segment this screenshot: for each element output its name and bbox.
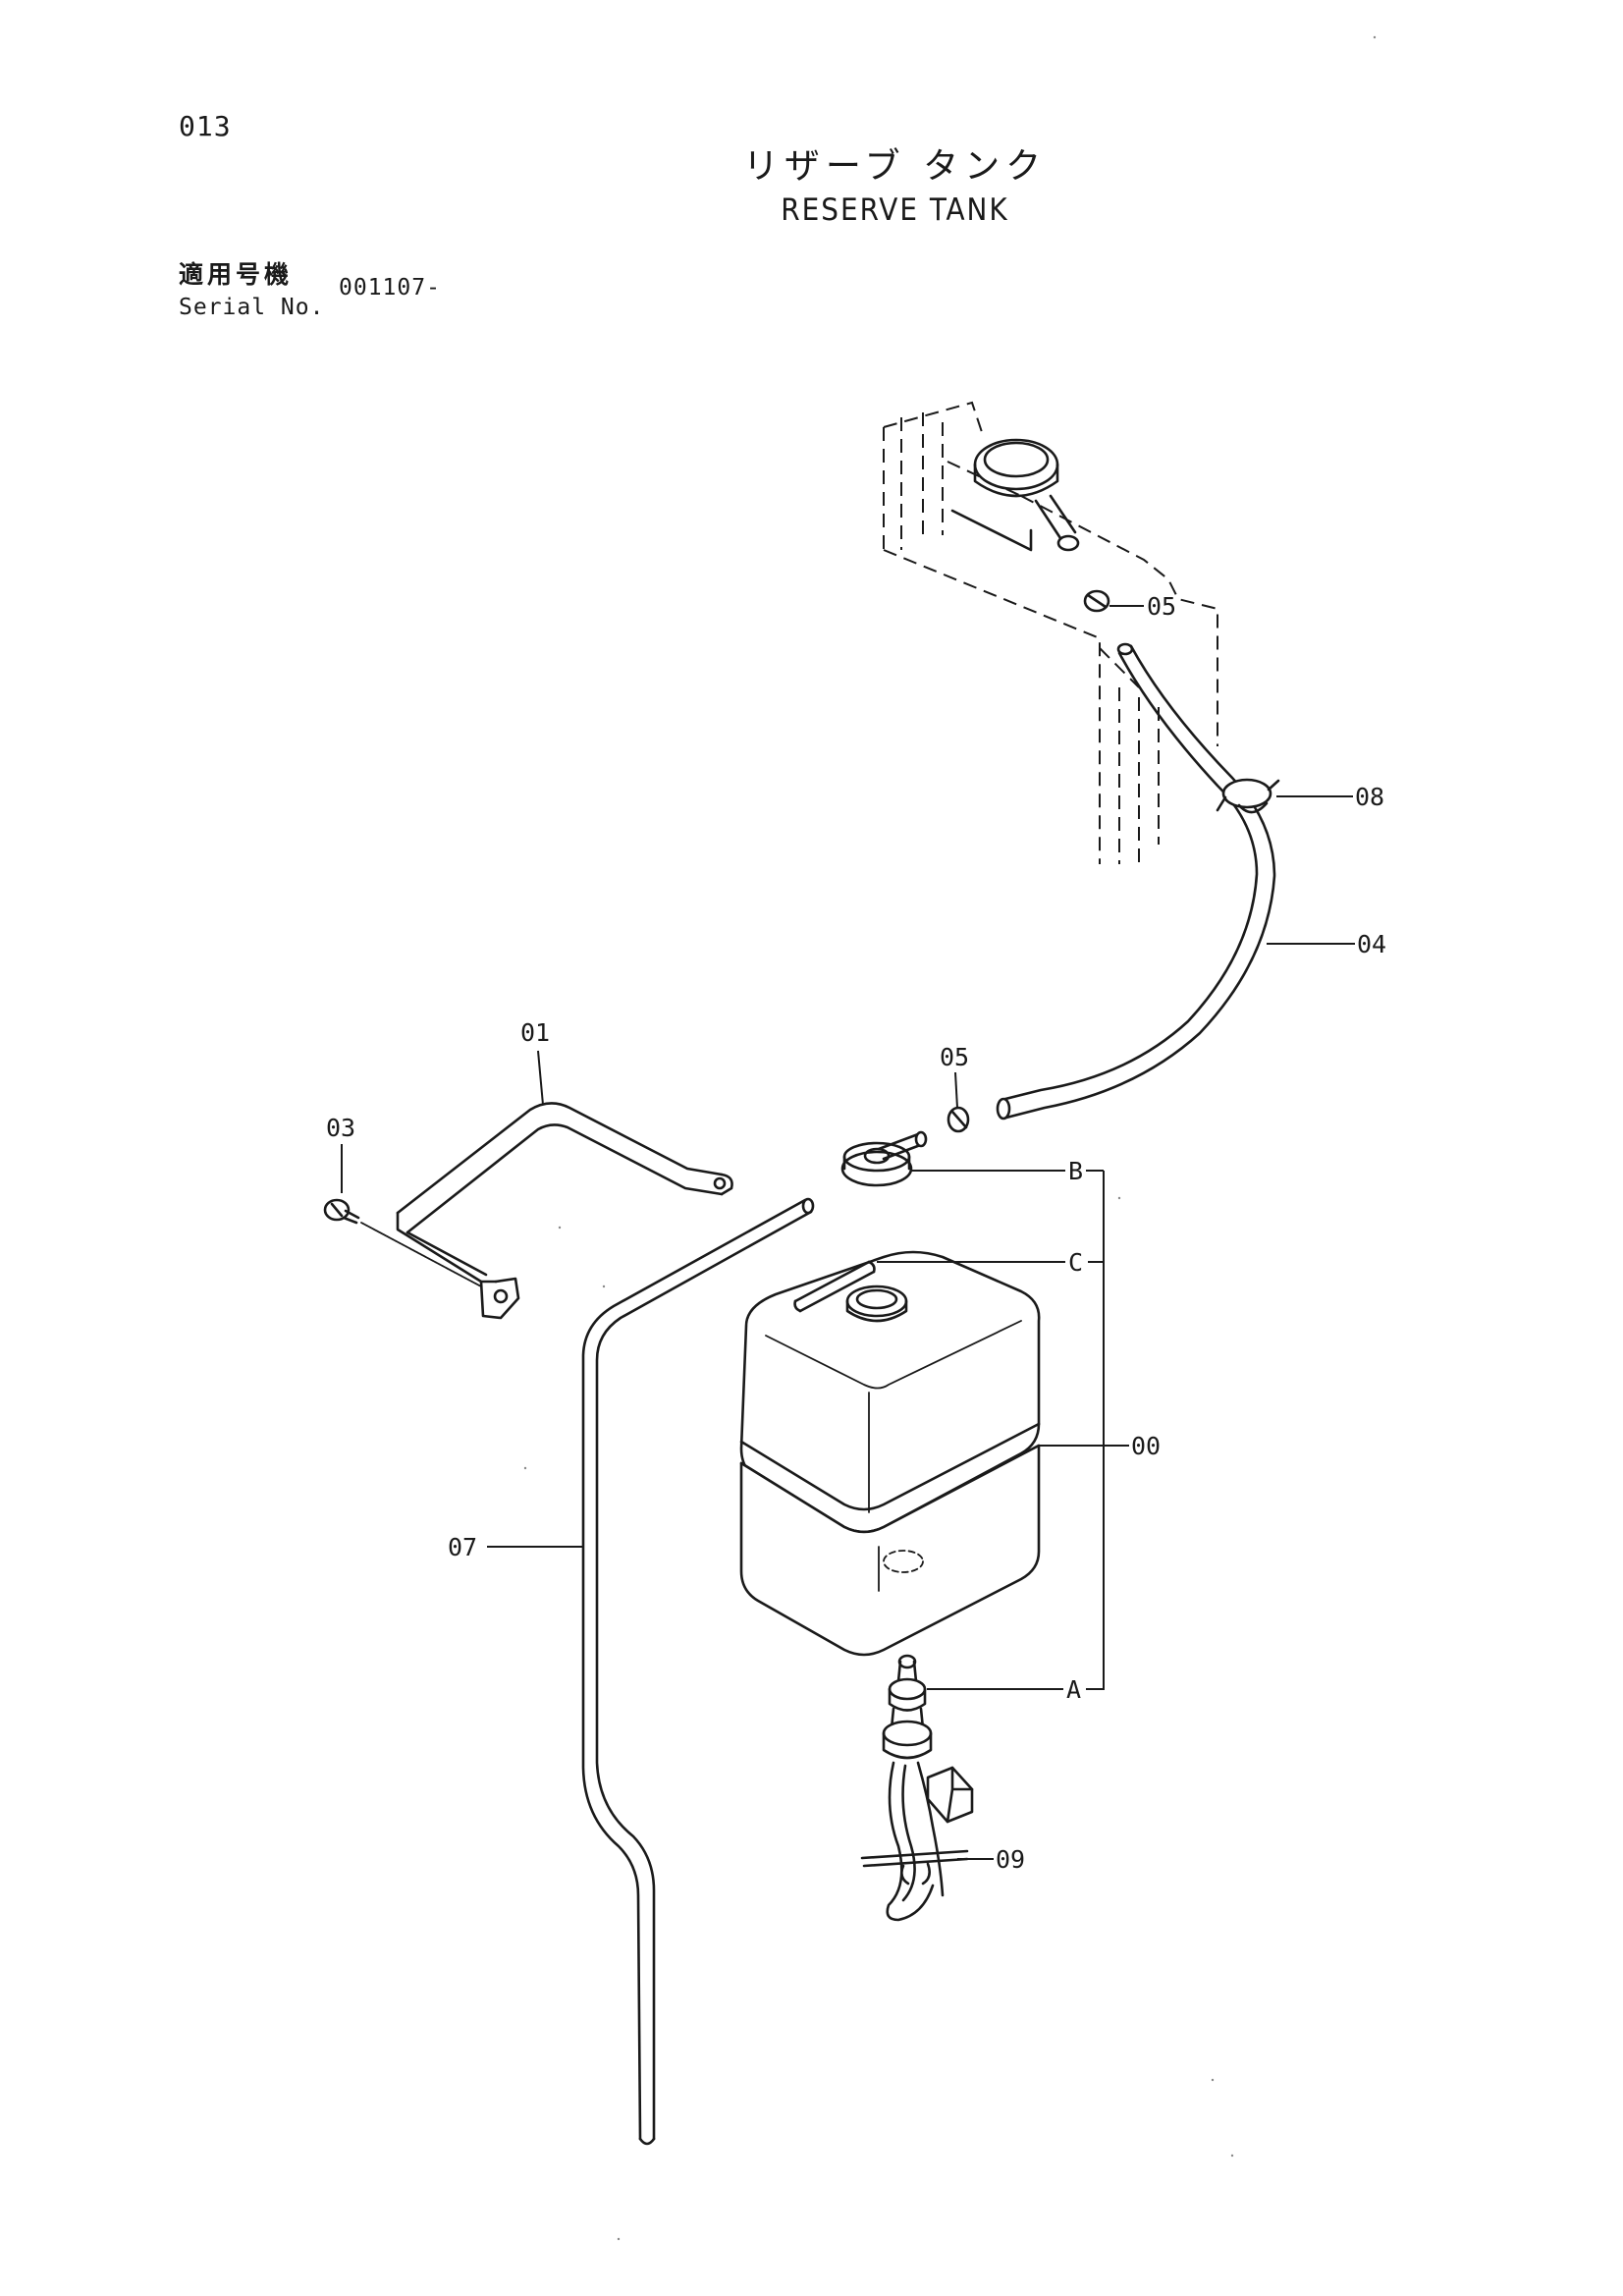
clamp-05-mid xyxy=(947,1106,970,1133)
callout-03: 03 xyxy=(326,1114,355,1142)
tank-cap-b xyxy=(840,1130,928,1187)
callout-09: 09 xyxy=(996,1845,1025,1874)
callout-00: 00 xyxy=(1131,1432,1161,1460)
callout-05-mid: 05 xyxy=(940,1043,969,1071)
callout-A: A xyxy=(1066,1675,1081,1704)
pipe-07 xyxy=(581,1197,815,2146)
hose-04 xyxy=(996,642,1276,1121)
page-number: 013 xyxy=(179,110,232,142)
callout-04: 04 xyxy=(1357,930,1386,958)
scan-specks xyxy=(523,35,1377,2241)
callout-08: 08 xyxy=(1355,783,1384,811)
title-japanese: リザーブ タンク xyxy=(742,146,1048,187)
callout-07: 07 xyxy=(448,1533,477,1561)
clamp-05-top xyxy=(1083,589,1110,613)
serial-number-value: 001107- xyxy=(339,275,441,301)
reserve-tank xyxy=(739,1250,1041,1657)
bracket-01 xyxy=(396,1102,733,1320)
title-english: RESERVE TANK xyxy=(781,192,1009,228)
callout-B: B xyxy=(1068,1157,1083,1185)
callout-01: 01 xyxy=(520,1018,550,1047)
radiator-outline xyxy=(883,401,1218,864)
serial-label-japanese: 適用号機 xyxy=(179,260,294,289)
callout-C: C xyxy=(1068,1248,1083,1277)
bolt-03 xyxy=(323,1198,360,1225)
serial-label-english: Serial No. xyxy=(179,295,325,320)
callout-05-top: 05 xyxy=(1147,592,1176,621)
level-switch-a xyxy=(860,1654,974,1922)
radiator-cap xyxy=(973,438,1080,552)
clip-08 xyxy=(1216,778,1280,814)
